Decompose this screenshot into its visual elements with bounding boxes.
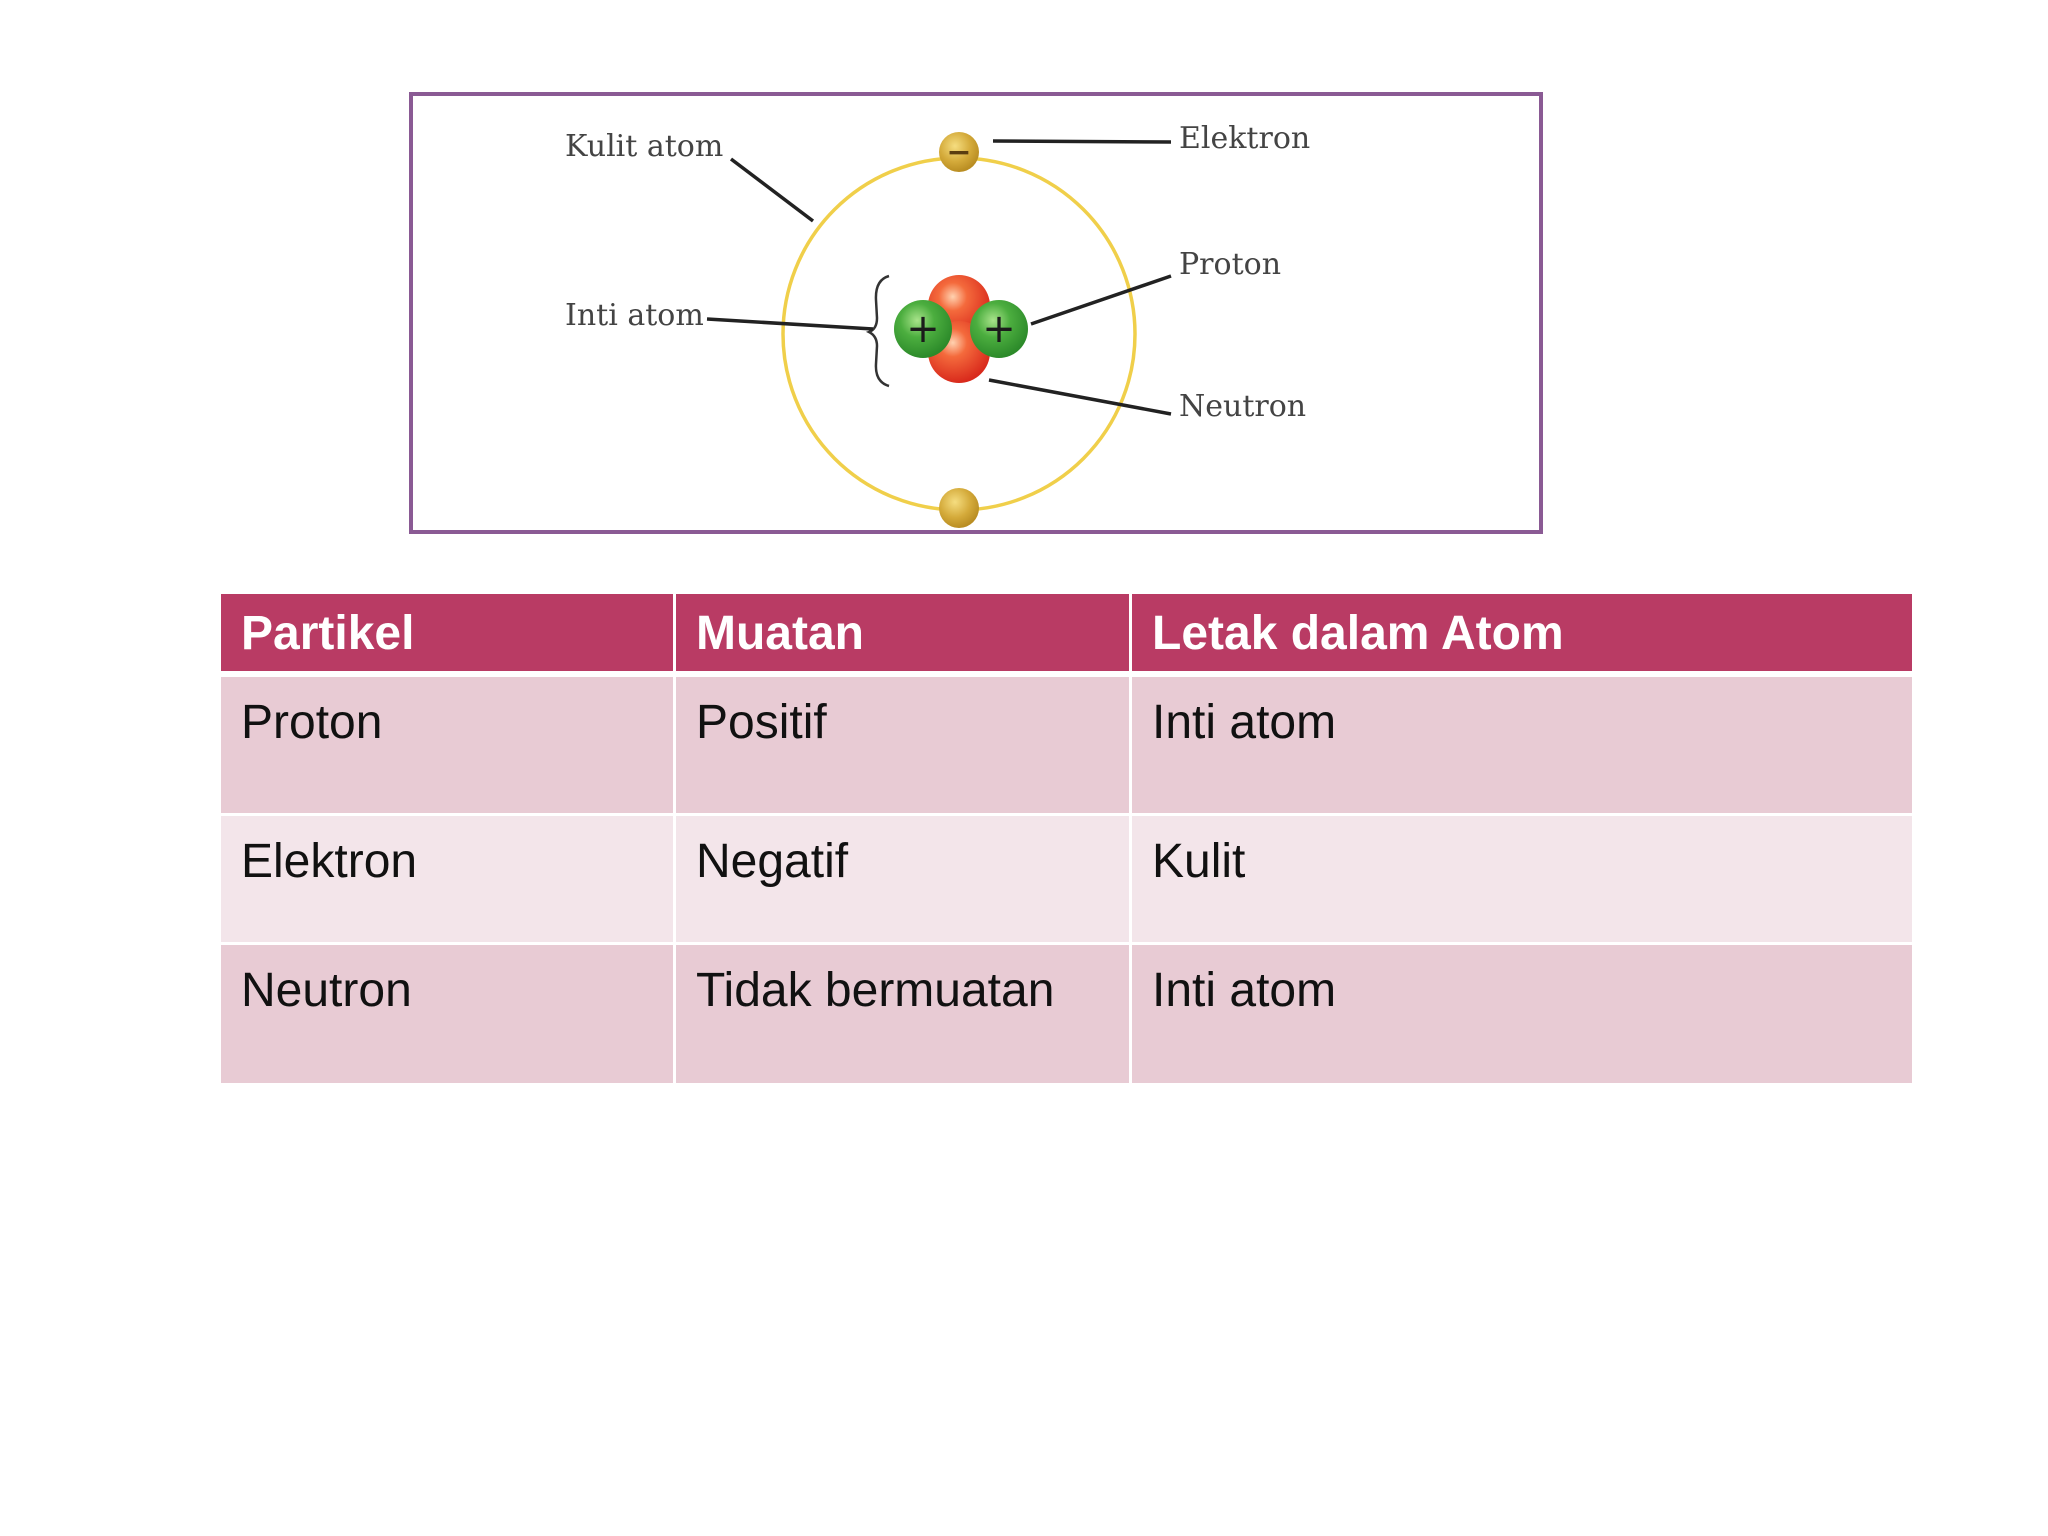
leader-line-neutron [988,378,1172,416]
proton-right-plus-sign: + [982,306,1016,352]
leader-line-proton [1030,274,1172,326]
cell-charge: Tidak bermuatan [673,942,1132,1086]
header-charge: Muatan [673,591,1132,677]
atom-diagram: − + + Kulit atom Inti atom Elektron Prot… [409,92,1543,534]
leader-line-shell [729,157,815,223]
label-neutron: Neutron [1179,389,1306,424]
cell-particle: Neutron [218,942,676,1086]
leader-line-nucleus [706,317,874,331]
nucleus-brace [865,274,890,388]
electron-top: − [939,132,979,172]
label-proton: Proton [1179,247,1281,282]
electron-minus-sign: − [946,135,971,170]
atom-nucleus: + + [894,275,1028,383]
header-location: Letak dalam Atom [1129,591,1915,677]
cell-location: Inti atom [1129,672,1915,816]
label-shell: Kulit atom [565,129,723,164]
label-nucleus: Inti atom [565,298,704,333]
cell-particle: Elektron [218,813,676,945]
cell-location: Kulit [1129,813,1915,945]
table-row: Elektron Negatif Kulit [218,813,1915,945]
table-row: Proton Positif Inti atom [218,672,1915,816]
table-row: Neutron Tidak bermuatan Inti atom [218,942,1915,1086]
electron-bottom [939,488,979,528]
cell-particle: Proton [218,672,676,816]
header-particle: Partikel [218,591,676,677]
leader-line-electron [992,139,1172,144]
proton-right [970,300,1028,358]
header-row: Partikel Muatan Letak dalam Atom [218,591,1915,677]
proton-left [894,300,952,358]
table-body: Proton Positif Inti atom Elektron Negati… [218,672,1915,1086]
table-header: Partikel Muatan Letak dalam Atom [218,591,1915,677]
label-electron: Elektron [1179,121,1310,156]
atom-diagram-svg: − + + Kulit atom Inti atom Elektron Prot… [565,121,1310,528]
cell-charge: Positif [673,672,1132,816]
proton-left-plus-sign: + [906,306,940,352]
cell-charge: Negatif [673,813,1132,945]
particle-table: Partikel Muatan Letak dalam Atom Proton … [218,591,1915,1086]
cell-location: Inti atom [1129,942,1915,1086]
